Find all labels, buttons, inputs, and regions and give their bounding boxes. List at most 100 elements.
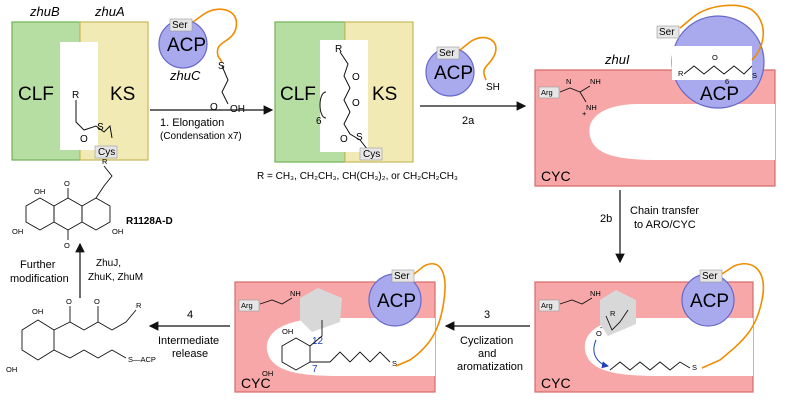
- step-2b-arrow-group: 2b Chain transfer to ARO/CYC: [600, 190, 699, 264]
- hydrophobic-pocket-4: [600, 290, 636, 336]
- carbon-7-label: 7: [312, 364, 318, 375]
- step-3-text-1: Cyclization: [460, 335, 513, 347]
- acp-label-3: ACP: [700, 84, 739, 105]
- ser-badge-5: [391, 269, 415, 283]
- aq-ho-1: OH: [12, 227, 23, 236]
- int-oh-1: OH: [32, 307, 43, 316]
- linear-chain-4: [609, 361, 691, 371]
- aq-ring-b: [53, 197, 83, 231]
- chain-s-4: S: [692, 363, 697, 372]
- cyc-pocket-5: [266, 318, 435, 376]
- chain-s: S: [356, 132, 363, 143]
- ser-badge-1: [169, 18, 193, 32]
- chain-s-5: S: [392, 359, 397, 368]
- step-2b-text-2: to ARO/CYC: [634, 219, 696, 231]
- step-3-text-3: aromatization: [457, 361, 523, 373]
- acp-chain-s-3: S: [752, 71, 757, 80]
- guan-nh2b-3: NH: [586, 103, 597, 112]
- malonyl-o: O: [210, 102, 218, 113]
- aq-o-1: O: [64, 179, 70, 188]
- curved-arrow-4: [593, 339, 609, 369]
- ppant-tether-3: [679, 4, 765, 61]
- gene-label-zhuC: zhuC: [169, 68, 201, 83]
- malonyl-bonds: [221, 65, 229, 105]
- aq-ring-a: [25, 197, 55, 231]
- further-text-2: modification: [10, 273, 69, 285]
- arg-label-4: Arg: [541, 301, 553, 310]
- arg-label-3: Arg: [541, 88, 553, 97]
- guan-plus-3: +: [582, 109, 587, 118]
- ser-badge-4: [699, 269, 723, 283]
- ser-badge-2: [436, 46, 460, 60]
- cys-label-2: Cys: [363, 149, 380, 160]
- enzymes-text-1: ZhuJ,: [96, 258, 121, 269]
- guanidinium-bonds-4: [559, 297, 593, 305]
- cys-badge-1: [94, 145, 118, 159]
- acp-label-2: ACP: [434, 63, 473, 84]
- guan-nh2-5: NH: [290, 289, 301, 298]
- starter-chain-bonds: [75, 100, 113, 139]
- clf-label-2: CLF: [280, 84, 316, 105]
- ser-badge-3: [656, 25, 680, 39]
- repeat-n-2: 6: [316, 116, 322, 127]
- panel-clf-ks-start: zhuB zhuA CLF KS R O S Cys: [11, 4, 149, 161]
- gene-label-zhuI: zhuI: [604, 52, 630, 67]
- ks-label-2: KS: [372, 84, 397, 105]
- acp-chain-bonds-3: [683, 65, 753, 75]
- acp-sh: SH: [486, 82, 500, 93]
- step-1-label: 1. Elongation: [160, 117, 224, 129]
- aq-substituent-bonds: [67, 165, 113, 240]
- guan-nh-3: N: [566, 77, 571, 86]
- step-3-text-2: and: [478, 348, 496, 360]
- step-3-label: 3: [484, 309, 490, 321]
- acp-chain-window-3: [672, 46, 752, 80]
- aq-ring-c: [81, 197, 111, 231]
- ks-label-1: KS: [110, 84, 135, 105]
- active-site-cleft-1: [60, 42, 98, 150]
- gene-label-zhuA: zhuA: [94, 4, 125, 19]
- carbon-12-label: 12: [312, 336, 324, 347]
- ser-label-1: Ser: [172, 20, 188, 31]
- further-modification-group: Further modification ZhuJ, ZhuK, ZhuM: [10, 242, 143, 298]
- ser-label-5: Ser: [394, 271, 410, 282]
- polyketide-chain-bonds: [339, 51, 369, 151]
- step-4-arrow-group: 4 Intermediate release: [148, 309, 230, 360]
- step-2b-text-1: Chain transfer: [630, 205, 699, 217]
- acp-chain-r-3: R: [678, 69, 684, 78]
- aq-o-2: O: [64, 241, 70, 250]
- acp-chain-n-3: 6: [725, 77, 729, 86]
- repeat-bracket: [319, 91, 327, 119]
- guanidinium-bonds-5: [259, 297, 293, 305]
- cyc-pocket-4: [584, 318, 753, 376]
- step-2a-arrow-group: 2a: [420, 101, 527, 127]
- aq-oh-2: OH: [112, 227, 123, 236]
- ring-oh-5: OH: [282, 327, 293, 336]
- intermediate-chain-bonds: [53, 306, 137, 359]
- starter-r: R: [72, 90, 79, 101]
- panel-clf-ks-elongated: CLF KS R O O 6 O S Cys R = CH₃, CH₂CH₃, …: [257, 21, 458, 182]
- released-intermediate: OH OH O O R S—ACP: [6, 297, 156, 374]
- ppant-tether-5: [395, 263, 446, 367]
- guan-nh2a-3: NH: [590, 77, 601, 86]
- step-3-arrow-group: 3 Cyclization and aromatization: [444, 309, 530, 373]
- cyc-label-4: CYC: [541, 375, 571, 391]
- int-o-1: O: [66, 297, 72, 306]
- panel-cyc-aromatized: CYC Arg NH OH OH 12 7 S ACP Ser: [234, 263, 446, 393]
- arg-badge-5: [238, 299, 260, 312]
- aq-r: R: [102, 157, 108, 166]
- aq-oh-1: OH: [34, 187, 45, 196]
- enolate-minus-4: -: [600, 323, 603, 332]
- further-text-1: Further: [20, 259, 56, 271]
- step-4-text-2: release: [172, 348, 208, 360]
- intermediate-ring: [21, 319, 55, 361]
- panel-cyc-precyclization: CYC Arg NH R O - S ACP Ser: [534, 263, 765, 393]
- chain-o-3: O: [340, 134, 348, 145]
- ser-label-3: Ser: [659, 27, 675, 38]
- int-s-acp: S—ACP: [128, 355, 156, 364]
- ppant-tether-2: [459, 36, 497, 81]
- cyc-label-5: CYC: [241, 375, 271, 391]
- chain-o-1: O: [352, 72, 360, 83]
- acp-label-5: ACP: [377, 291, 416, 312]
